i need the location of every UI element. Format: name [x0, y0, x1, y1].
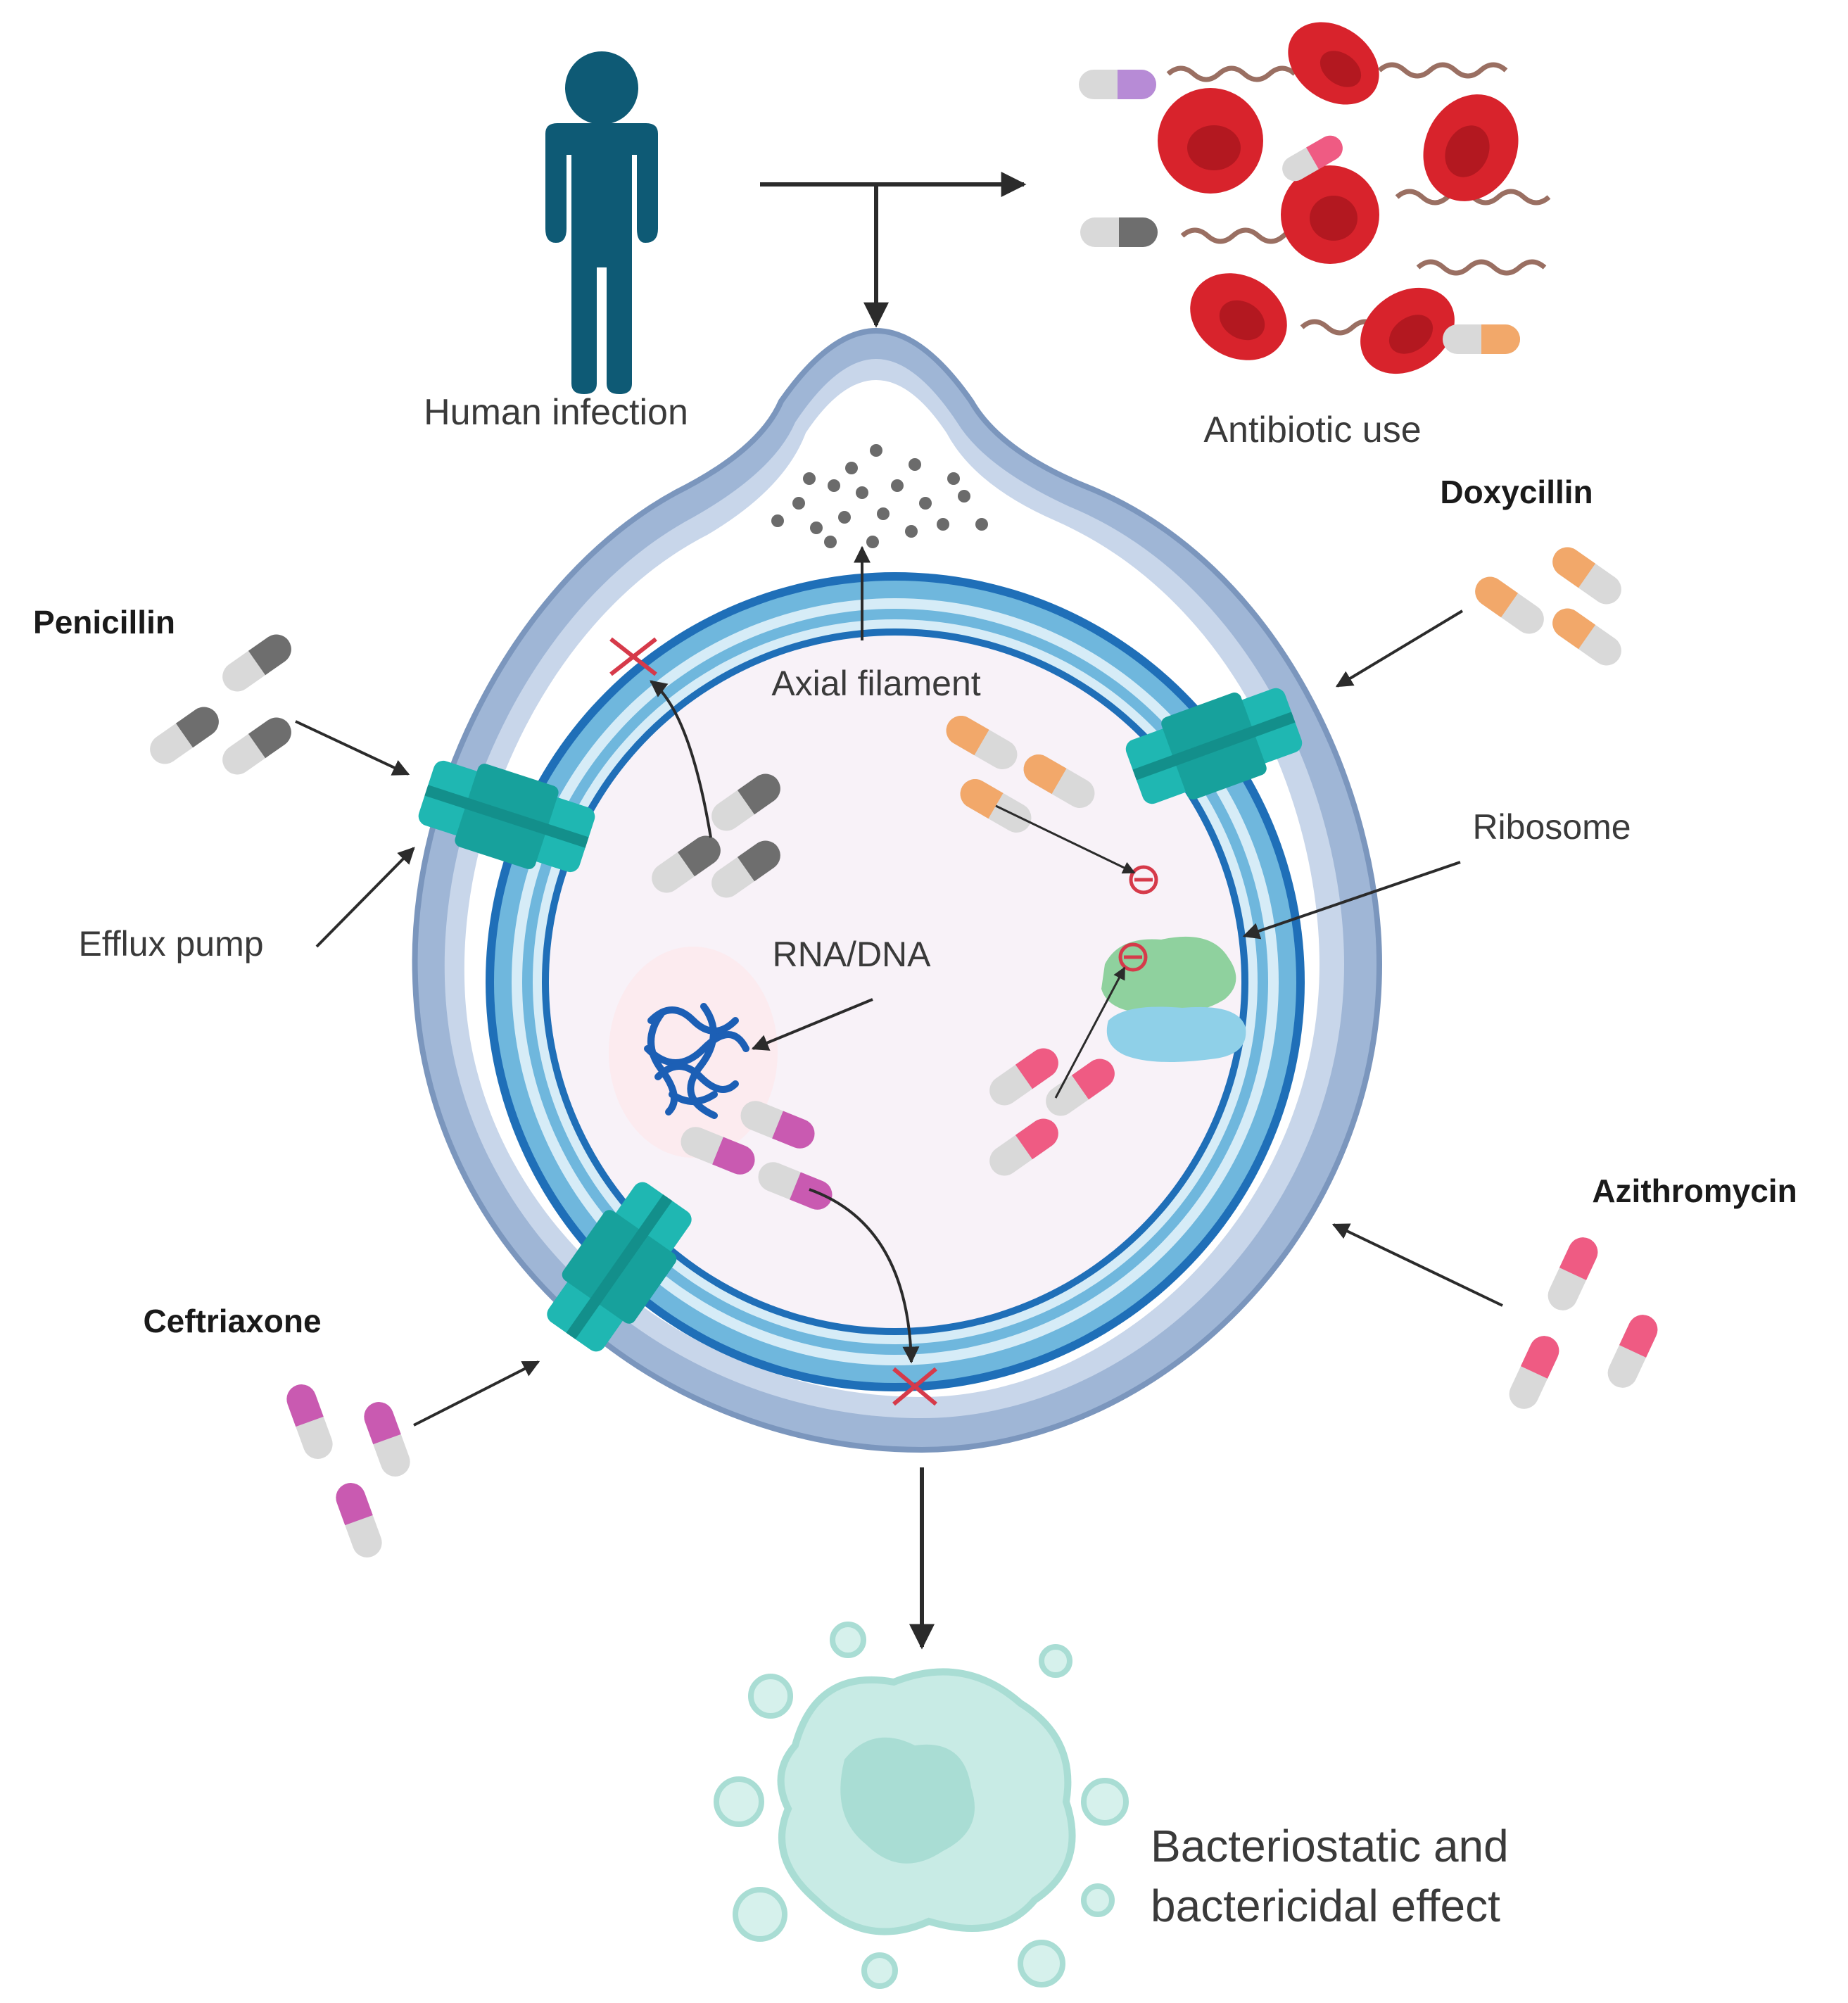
inhibit-symbol-icon: [1118, 865, 1158, 972]
inhibition-x-icon: [609, 637, 937, 1406]
effect-label-line1: Bacteriostatic and: [1151, 1821, 1509, 1871]
rna-dna-label: RNA/DNA: [772, 935, 931, 974]
ceftriaxone-pills: [282, 1380, 414, 1562]
doxycillin-pills: [1469, 541, 1628, 671]
axial-filament-particles: [771, 444, 988, 548]
dna-coil-icon: [609, 947, 778, 1158]
infection-arrow: [760, 172, 1027, 328]
human-figure-icon: [545, 51, 658, 394]
efflux-pump-label: Efflux pump: [78, 924, 263, 963]
lysed-bacterium-icon: [714, 1622, 1129, 1989]
ceftriaxone-label: Ceftriaxone: [143, 1303, 321, 1339]
efflux-pump-icon: [418, 688, 1303, 1352]
doxycillin-label: Doxycillin: [1440, 474, 1593, 510]
penicillin-pills: [144, 628, 298, 781]
ribosome-icon: [1101, 936, 1246, 1062]
axial-filament-label: Axial filament: [771, 664, 980, 703]
human-infection-label: Human infection: [424, 392, 688, 433]
ribosome-label: Ribosome: [1472, 807, 1631, 847]
penicillin-label: Penicillin: [33, 604, 175, 640]
azithromycin-pills: [1504, 1232, 1663, 1414]
antibiotic-use-label: Antibiotic use: [1203, 410, 1421, 450]
arrows: [295, 545, 1503, 1650]
azithromycin-label: Azithromycin: [1592, 1173, 1797, 1209]
blood-cluster: [1079, 22, 1551, 374]
effect-label-line2: bactericidal effect: [1151, 1881, 1500, 1931]
